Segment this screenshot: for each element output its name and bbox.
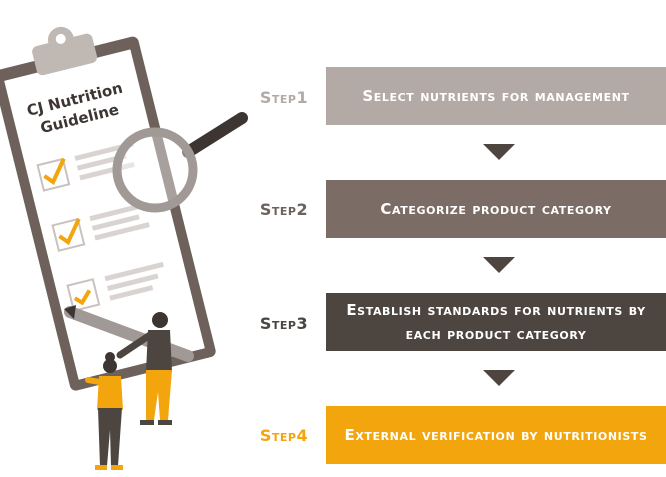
arrow-down-icon [483, 257, 515, 273]
check-icon [73, 289, 92, 306]
magnifier-icon [112, 112, 248, 213]
checkbox-1 [36, 157, 71, 192]
checkbox-2 [51, 217, 86, 252]
step-2-label: Step2 [259, 200, 309, 219]
step-3-label: Step3 [259, 314, 309, 333]
check-icon [43, 157, 66, 186]
person-with-phone [85, 352, 123, 470]
person-with-pencil [64, 305, 194, 425]
step-4-label: Step4 [259, 426, 309, 445]
step-2-box: Categorize product category [326, 180, 666, 238]
arrow-down-icon [483, 370, 515, 386]
clipboard-illustration: CJ Nutrition Guideline [0, 26, 248, 470]
checkbox-3 [66, 278, 101, 313]
clipboard: CJ Nutrition Guideline [0, 26, 216, 391]
step-1-box: Select nutrients for management [326, 67, 666, 125]
step-1-label: Step1 [259, 88, 309, 107]
step-4-box: External verification by nutritionists [326, 406, 666, 464]
step-3-box: Establish standards for nutrients by eac… [326, 293, 666, 351]
arrow-down-icon [483, 144, 515, 160]
check-icon [58, 218, 81, 246]
